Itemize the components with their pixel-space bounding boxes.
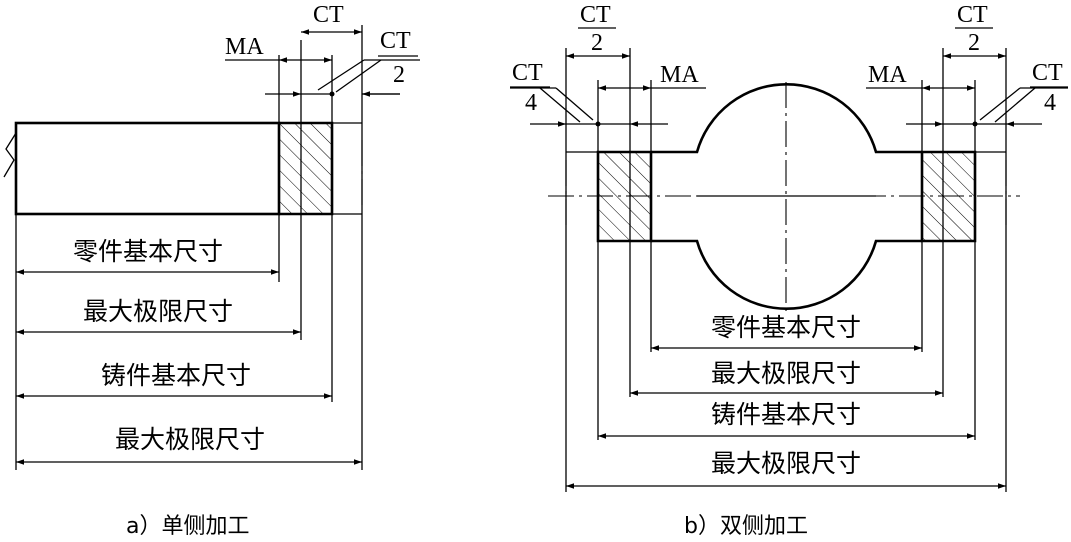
- part-body: [14, 121, 281, 216]
- left-caption: a）单侧加工: [126, 514, 249, 539]
- left-dim-1: 零件基本尺寸: [73, 237, 223, 266]
- right-quarter-ct-right-den: 4: [1044, 90, 1056, 116]
- ct-label: CT: [313, 2, 344, 28]
- right-quarter-ct-left-num: CT: [512, 60, 543, 86]
- half-ct-denominator: 2: [393, 62, 405, 88]
- part-bottom-outline: [651, 239, 922, 311]
- right-caption: b）双侧加工: [684, 514, 808, 539]
- right-allowance: [922, 152, 975, 241]
- right-half-ct-right-den: 2: [968, 30, 980, 56]
- left-dim-4: 最大极限尺寸: [115, 425, 265, 454]
- right-dim-2: 最大极限尺寸: [711, 359, 861, 388]
- right-half-ct-right-num: CT: [957, 2, 988, 28]
- left-allowance: [598, 152, 651, 241]
- left-dim-3: 铸件基本尺寸: [101, 361, 251, 390]
- right-dim-1: 零件基本尺寸: [711, 313, 861, 342]
- part-top-outline: [651, 82, 922, 154]
- ma-label: MA: [225, 34, 264, 60]
- right-quarter-ct-left-den: 4: [525, 90, 537, 116]
- break-line: [3, 132, 17, 178]
- left-diagram: CT MA CT 2 零件基本尺寸 最大极限尺寸 铸件基本尺寸 最大极限尺寸 a…: [3, 2, 420, 539]
- left-dim-2: 最大极限尺寸: [83, 297, 233, 326]
- right-dim-4: 最大极限尺寸: [711, 449, 861, 478]
- right-dim-3: 铸件基本尺寸: [711, 400, 861, 429]
- right-half-ct-left-den: 2: [591, 30, 603, 56]
- right-ma-right: MA: [868, 62, 907, 88]
- right-diagram: CT 2 CT 2 MA MA CT 4 CT 4: [510, 2, 1068, 539]
- right-quarter-ct-right-num: CT: [1032, 60, 1063, 86]
- half-ct-numerator: CT: [380, 28, 411, 54]
- right-ma-left: MA: [660, 62, 699, 88]
- right-half-ct-left-num: CT: [580, 2, 611, 28]
- machining-allowance: [279, 123, 332, 214]
